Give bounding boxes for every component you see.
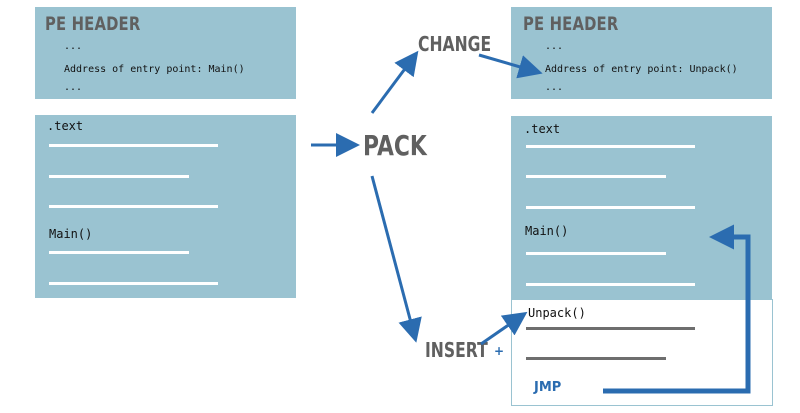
stub-code-line-2: [526, 357, 666, 360]
original-header-ellipsis-top: ...: [64, 41, 83, 52]
packed-main-label: Main(): [525, 224, 569, 238]
arrow-pack-to-change: [370, 50, 419, 114]
packed-pe-header-box: PE HEADER ... Address of entry point: Un…: [511, 7, 772, 99]
original-code-line-3: [49, 205, 218, 208]
arrow-pack-to-insert: [370, 175, 422, 343]
original-entry-point-text: Address of entry point: Main(): [64, 64, 245, 75]
original-header-ellipsis-bottom: ...: [64, 82, 83, 93]
original-code-line-2: [49, 175, 189, 178]
packed-entry-point-text: Address of entry point: Unpack(): [545, 64, 738, 75]
packed-header-ellipsis-bottom: ...: [545, 82, 564, 93]
original-pe-header-title: PE HEADER: [45, 13, 141, 35]
original-text-section-box: .text Main(): [35, 115, 296, 298]
jmp-label: JMP: [534, 380, 562, 395]
insert-label: INSERT: [425, 338, 488, 362]
packed-text-section-title: .text: [524, 122, 561, 136]
plus-sign: +: [494, 344, 505, 358]
stub-code-line-1: [526, 327, 695, 330]
packed-code-line-1: [526, 145, 695, 148]
packed-code-line-3: [526, 206, 695, 209]
packed-code-line-4: [526, 252, 666, 255]
arrow-insert-to-stub: [480, 311, 528, 346]
packed-pe-header-title: PE HEADER: [523, 13, 619, 35]
change-label: CHANGE: [418, 32, 492, 56]
unpack-stub-title: Unpack(): [528, 306, 586, 320]
packed-header-ellipsis-top: ...: [545, 41, 564, 52]
original-code-line-1: [49, 144, 218, 147]
pack-label: PACK: [363, 129, 427, 162]
unpack-stub-box: Unpack() JMP: [511, 299, 773, 406]
original-text-section-title: .text: [47, 119, 84, 133]
original-code-line-5: [49, 282, 218, 285]
packed-text-section-box: .text Main(): [511, 116, 772, 299]
original-code-line-4: [49, 251, 189, 254]
packed-code-line-5: [526, 283, 695, 286]
packed-code-line-2: [526, 175, 666, 178]
original-pe-header-box: PE HEADER ... Address of entry point: Ma…: [35, 7, 296, 99]
arrow-jmp-to-main: [603, 224, 751, 394]
arrow-change-to-header: [478, 53, 543, 79]
original-main-label: Main(): [49, 227, 93, 241]
